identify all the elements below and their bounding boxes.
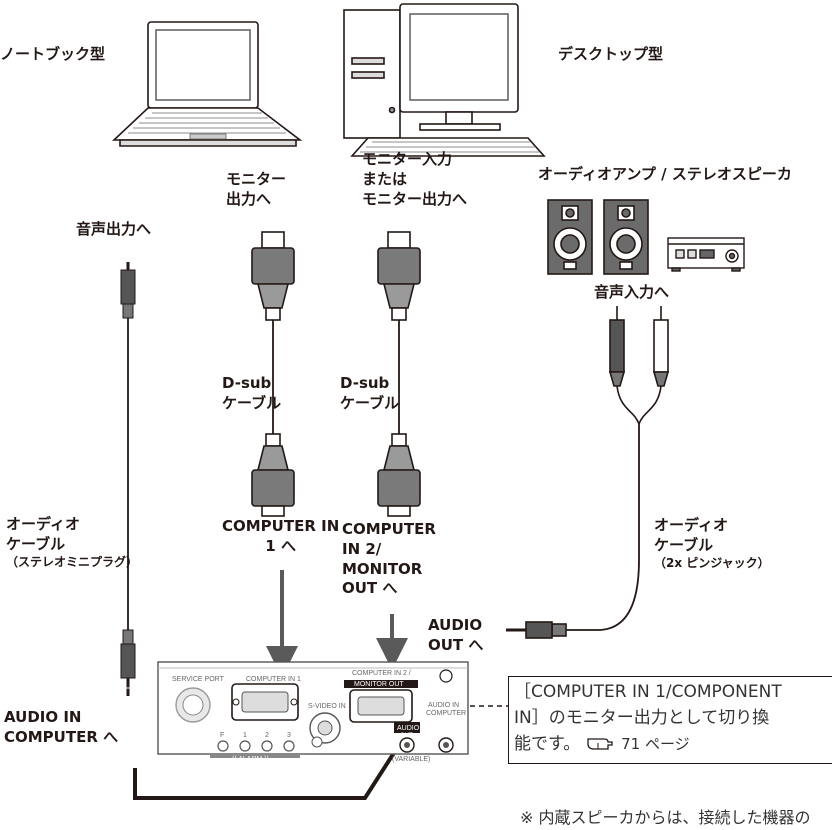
note-line-1: ［COMPUTER IN 1/COMPONENT bbox=[514, 682, 782, 702]
panel-audio-out-label: AUDIO bbox=[397, 725, 420, 732]
note-line-2: IN］のモニター出力として切り換 bbox=[514, 708, 770, 728]
monitor-out-note-box bbox=[508, 676, 832, 764]
audio-out-label: AUDIO OUT へ bbox=[428, 616, 484, 654]
audio-cable-left-label: オーディオ ケーブル （ステレオミニプラグ） bbox=[6, 515, 139, 569]
desktop-computer-icon bbox=[343, 3, 546, 157]
dsub-cable-1-label: D-sub ケーブル bbox=[222, 374, 282, 412]
computer-in2-monitor-out-label: COMPUTER IN 2/ MONITOR OUT へ bbox=[342, 520, 436, 598]
stereo-speaker-left-icon bbox=[547, 199, 593, 275]
panel-audio-in-sub: COMPUTER bbox=[426, 710, 466, 717]
panel-audio-out-sub: OUT bbox=[400, 733, 413, 739]
panel-s-video-label: S-VIDEO IN bbox=[308, 703, 346, 710]
computer-in1-label: COMPUTER IN 1 へ bbox=[222, 517, 340, 555]
audio-in-path bbox=[133, 718, 417, 800]
audio-cable-stereo-mini bbox=[120, 262, 136, 696]
connection-arrows bbox=[266, 570, 408, 678]
panel-terminal-3: 3 bbox=[287, 732, 291, 739]
panel-terminal-2: 2 bbox=[265, 732, 269, 739]
audio-amplifier-icon bbox=[667, 237, 745, 272]
panel-variable-label: (VARIABLE) bbox=[392, 756, 430, 763]
footnote: ※ 内蔵スピーカからは、接続した機器の bbox=[520, 808, 811, 827]
panel-service-port-label: SERVICE PORT bbox=[172, 676, 225, 683]
audio-cable-rca bbox=[506, 306, 670, 639]
panel-terminal-f: F bbox=[220, 732, 224, 739]
dsub-cable-1 bbox=[251, 231, 295, 517]
panel-alarm-label: (( ALARM )) bbox=[232, 756, 269, 763]
panel-monitor-out-label: MONITOR OUT bbox=[354, 681, 404, 688]
dsub-cable-2-label: D-sub ケーブル bbox=[340, 374, 400, 412]
page-reference-hand-icon bbox=[586, 735, 616, 753]
desktop-label: デスクトップ型 bbox=[558, 45, 664, 63]
stereo-speaker-right-icon bbox=[603, 199, 649, 275]
audio-in-computer-label: AUDIO IN COMPUTER へ bbox=[4, 708, 119, 746]
panel-audio-in-label: AUDIO IN bbox=[428, 702, 459, 709]
note-line-3: 能です。 71 ページ bbox=[514, 734, 690, 754]
audio-in-to-label: 音声入力へ bbox=[594, 283, 670, 301]
panel-computer-in2-label: COMPUTER IN 2 / bbox=[352, 670, 411, 677]
monitor-out-to-label: モニター 出力へ bbox=[226, 170, 287, 208]
dsub-cable-2 bbox=[377, 231, 421, 517]
audio-cable-right-label: オーディオ ケーブル （2x ピンジャック） bbox=[654, 516, 770, 570]
panel-terminal-1: 1 bbox=[243, 732, 247, 739]
notebook-label: ノートブック型 bbox=[0, 45, 106, 63]
projector-panel bbox=[157, 661, 469, 758]
panel-computer-in1-label: COMPUTER IN 1 bbox=[246, 676, 301, 683]
monitor-in-or-out-label: モニター入力 または モニター出力へ bbox=[362, 150, 468, 208]
amp-speaker-label: オーディオアンプ / ステレオスピーカ bbox=[538, 165, 792, 183]
notebook-computer-icon bbox=[111, 21, 303, 147]
audio-out-to-label: 音声出力へ bbox=[76, 220, 152, 238]
note-page-link[interactable]: 71 ページ bbox=[621, 735, 690, 753]
